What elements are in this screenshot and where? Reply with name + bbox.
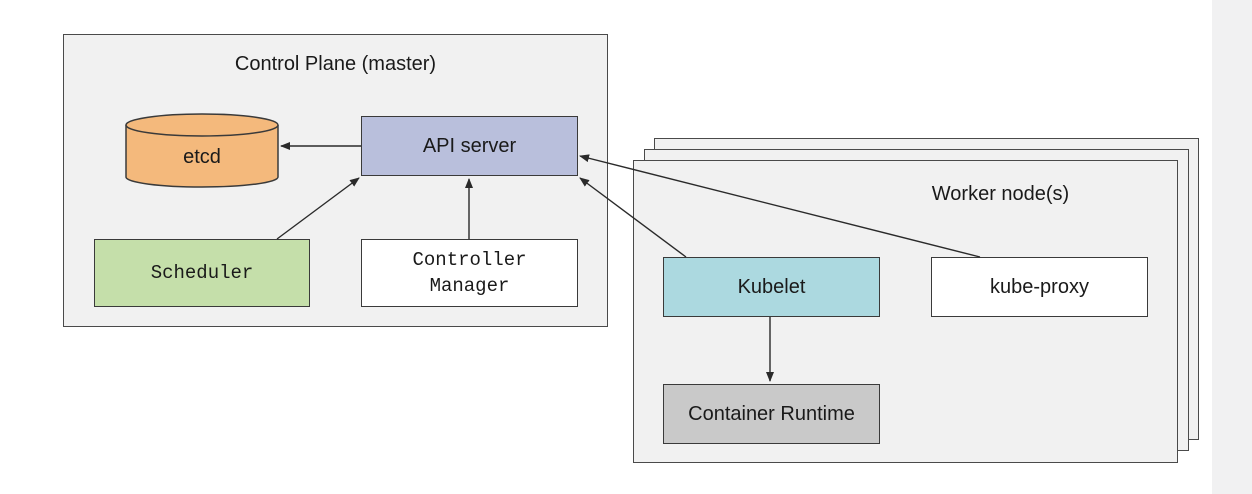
- api-server-box: API server: [361, 116, 578, 176]
- worker-node-title: Worker node(s): [931, 183, 1070, 205]
- control-plane-title: Control Plane (master): [234, 53, 437, 75]
- container-runtime-box: Container Runtime: [663, 384, 880, 444]
- side-strip: [1212, 0, 1252, 494]
- scheduler-box: Scheduler: [94, 239, 310, 307]
- controller-manager-box: Controller Manager: [361, 239, 578, 307]
- kube-proxy-box: kube-proxy: [931, 257, 1148, 317]
- etcd-label: etcd: [183, 146, 221, 168]
- kubelet-box: Kubelet: [663, 257, 880, 317]
